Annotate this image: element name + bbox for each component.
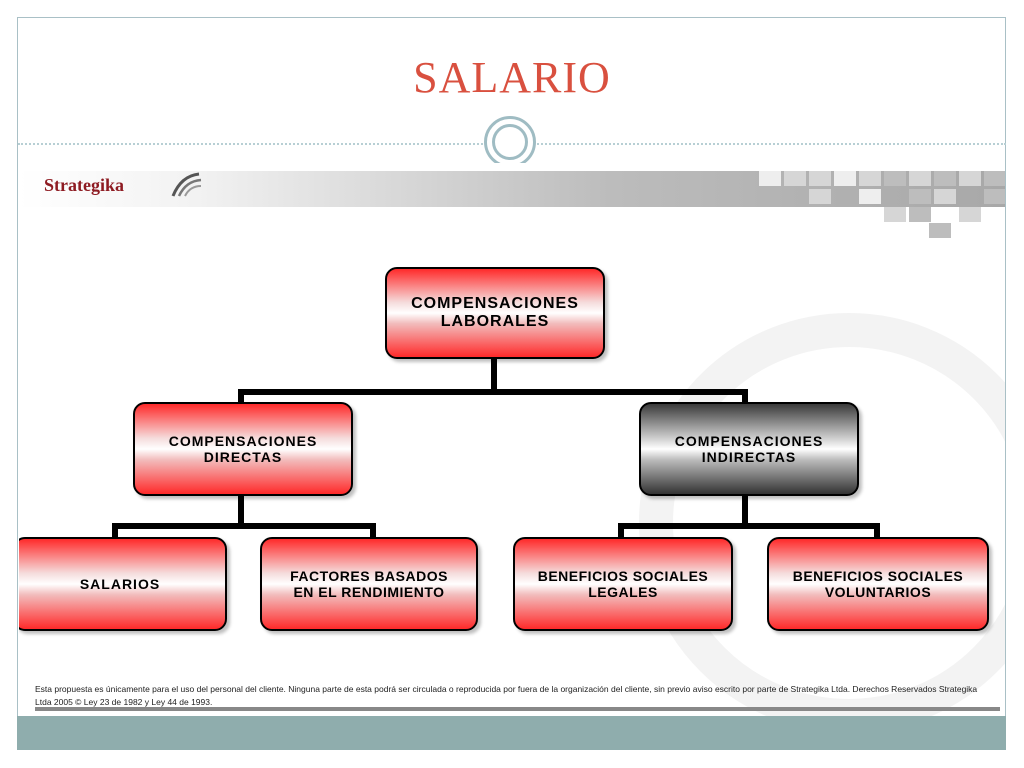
- deco-square: [909, 189, 931, 204]
- disclaimer-text: Esta propuesta es únicamente para el uso…: [35, 684, 978, 707]
- connector-left-down: [238, 495, 244, 527]
- connector-to-leaf3: [618, 523, 624, 539]
- disclaimer-underline: [35, 707, 1000, 711]
- deco-square: [859, 189, 881, 204]
- node-compensaciones-directas: COMPENSACIONES DIRECTAS: [133, 402, 353, 496]
- connector-level1-horizontal: [238, 389, 748, 395]
- connector-right-horizontal: [618, 523, 880, 529]
- deco-square: [809, 171, 831, 186]
- brand-name: Strategika: [44, 175, 124, 195]
- deco-square: [884, 207, 906, 222]
- node-beneficios-voluntarios: BENEFICIOS SOCIALES VOLUNTARIOS: [767, 537, 989, 631]
- deco-square: [809, 189, 831, 204]
- deco-square: [959, 207, 981, 222]
- watermark-swirl: [639, 313, 1005, 716]
- deco-square: [834, 171, 856, 186]
- connector-to-leaf4: [874, 523, 880, 539]
- ring-ornament-icon: [484, 116, 536, 168]
- deco-square: [859, 171, 881, 186]
- connector-to-left: [238, 389, 244, 405]
- deco-square: [934, 189, 956, 204]
- connector-to-right: [742, 389, 748, 405]
- deco-square: [884, 171, 906, 186]
- footer-band: [17, 716, 1006, 750]
- node-factores-rendimiento: FACTORES BASADOS EN EL RENDIMIENTO: [260, 537, 478, 631]
- brand-header-bar: [19, 171, 1005, 207]
- deco-square: [959, 171, 981, 186]
- node-salarios: SALARIOS: [19, 537, 227, 631]
- connector-to-leaf2: [370, 523, 376, 539]
- deco-square: [929, 223, 951, 238]
- connector-to-leaf1: [112, 523, 118, 539]
- deco-square: [784, 171, 806, 186]
- deco-square: [934, 171, 956, 186]
- deco-square: [759, 171, 781, 186]
- deco-square: [984, 189, 1005, 204]
- node-beneficios-legales: BENEFICIOS SOCIALES LEGALES: [513, 537, 733, 631]
- deco-square: [909, 207, 931, 222]
- embedded-diagram-image: Strategika COMPENSACIONES LABORALES COMP…: [19, 163, 1005, 716]
- strategika-logo-icon: [171, 172, 202, 197]
- deco-square: [984, 171, 1005, 186]
- connector-root-down: [491, 358, 497, 392]
- connector-left-horizontal: [112, 523, 376, 529]
- node-compensaciones-laborales: COMPENSACIONES LABORALES: [385, 267, 605, 359]
- connector-right-down: [742, 495, 748, 527]
- deco-square: [909, 171, 931, 186]
- node-compensaciones-indirectas: COMPENSACIONES INDIRECTAS: [639, 402, 859, 496]
- ring-ornament-inner: [492, 124, 528, 160]
- slide-title: SALARIO: [413, 53, 611, 102]
